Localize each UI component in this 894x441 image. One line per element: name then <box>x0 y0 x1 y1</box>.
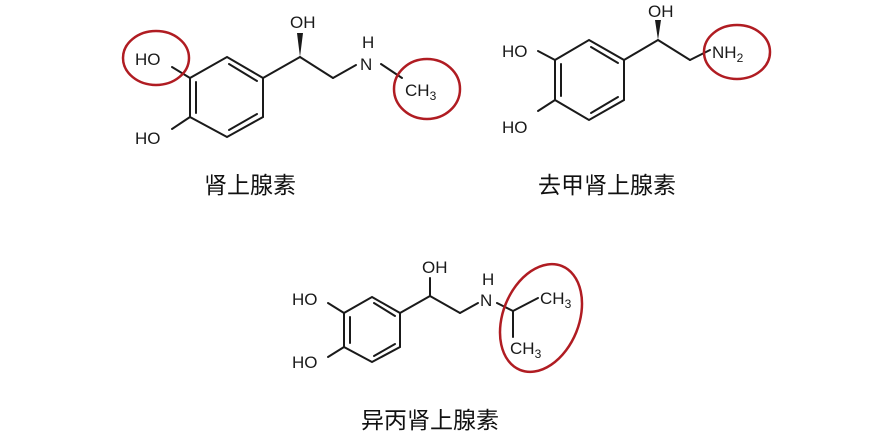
highlight-circle-amine <box>702 23 772 81</box>
benzene-ring <box>554 38 625 122</box>
oh-label: OH <box>290 13 316 32</box>
ho-label-bottom: HO <box>502 118 528 137</box>
norepinephrine-caption: 去甲肾上腺素 <box>538 173 676 199</box>
h-label: H <box>482 270 494 289</box>
ho-label-bottom: HO <box>292 353 318 372</box>
methyl-label-lower: CH3 <box>510 339 542 361</box>
n-label: N <box>480 291 492 310</box>
ho-label-top: HO <box>292 290 318 309</box>
methyl-label: CH3 <box>405 81 437 103</box>
norepinephrine-structure: HO HO OH NH2 去甲肾上腺素 <box>502 2 772 199</box>
epinephrine-caption: 肾上腺素 <box>204 173 296 199</box>
oh-label: OH <box>422 258 448 277</box>
highlight-circle-hydroxyl <box>121 29 191 87</box>
isoprenaline-structure: HO HO OH N H CH3 CH3 异丙肾上腺素 <box>292 258 584 434</box>
highlight-circle-methyl <box>392 57 462 121</box>
highlight-circle-isopropyl <box>498 262 584 374</box>
epinephrine-structure: HO HO OH N H CH3 肾上腺素 <box>121 13 462 199</box>
amine-label: NH2 <box>712 43 744 65</box>
benzene-ring <box>343 295 401 364</box>
oh-label: OH <box>648 2 674 21</box>
methyl-label-upper: CH3 <box>540 289 572 311</box>
ho-label-bottom: HO <box>135 129 161 148</box>
isoprenaline-caption: 异丙肾上腺素 <box>361 408 499 434</box>
ho-label-top: HO <box>502 42 528 61</box>
ho-label-top: HO <box>135 50 161 69</box>
h-label: H <box>362 33 374 52</box>
n-label: N <box>360 55 372 74</box>
benzene-ring <box>189 55 264 139</box>
